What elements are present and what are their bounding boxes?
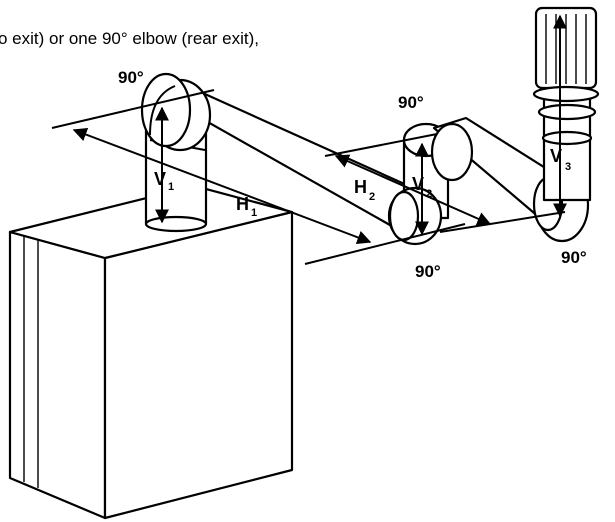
elbow-1: [140, 72, 192, 148]
elbow-label-3: 90°: [415, 262, 441, 281]
svg-text:V: V: [412, 174, 424, 194]
dimension-lines: [51, 14, 567, 265]
segment-label-v1: V 1: [154, 169, 174, 193]
svg-text:V: V: [550, 146, 562, 166]
segment-label-v3: V 3: [550, 146, 571, 173]
segment-label-h2: H 2: [354, 177, 375, 203]
segment-label-h1: H 1: [236, 194, 257, 219]
svg-text:1: 1: [168, 181, 174, 193]
elbow-label-1: 90°: [118, 68, 144, 87]
pipe-v3: [537, 88, 597, 202]
svg-text:H: H: [236, 194, 249, 214]
caption-text: o exit) or one 90° elbow (rear exit),: [0, 29, 259, 48]
svg-text:V: V: [154, 169, 166, 189]
svg-text:2: 2: [369, 191, 375, 203]
elbow-label-4: 90°: [561, 248, 587, 267]
vent-terminal: [532, 6, 600, 103]
elbow-label-2: 90°: [398, 93, 424, 112]
appliance-box: [8, 184, 294, 520]
svg-text:3: 3: [565, 161, 571, 173]
svg-text:H: H: [354, 177, 367, 197]
segment-label-v2: V 2: [412, 174, 432, 200]
svg-text:1: 1: [251, 207, 257, 219]
svg-text:2: 2: [426, 188, 432, 200]
